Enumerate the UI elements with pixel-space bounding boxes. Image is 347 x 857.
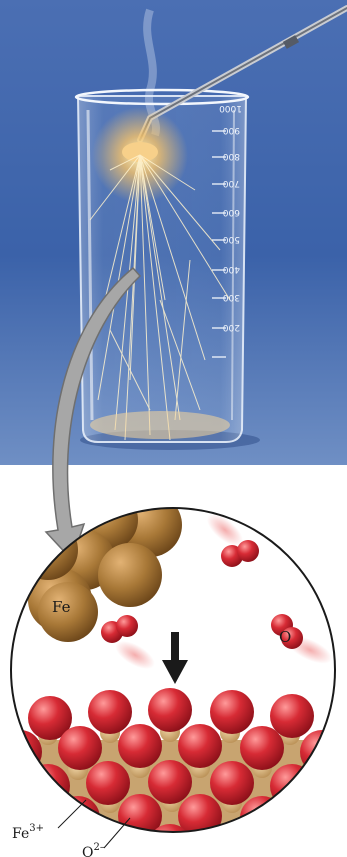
beaker-photo: 900 800 700 600 500 400 300 200 1000 (0, 0, 347, 465)
scale-mark-200: 200 (223, 322, 240, 332)
scale-mark-400: 400 (223, 264, 240, 274)
o2-ion-symbol: O (82, 845, 93, 857)
scale-mark-700: 700 (223, 178, 240, 188)
scale-mark-900: 900 (223, 125, 240, 135)
fe-label: Fe (52, 598, 71, 616)
molecular-view: Fe O (0, 490, 347, 857)
scale-mark-800: 800 (223, 151, 240, 161)
o2-ion-label: O2– (82, 842, 105, 857)
scale-mark-500: 500 (223, 234, 240, 244)
fe3-ion-symbol: Fe (12, 826, 29, 842)
o-label: O (279, 628, 291, 646)
fe3-ion-label: Fe3+ (12, 823, 44, 842)
fe3-ion-charge: 3+ (29, 823, 44, 834)
scale-mark-300: 300 (223, 292, 240, 302)
scale-mark-1000: 1000 (219, 103, 242, 113)
o2-ion-charge: 2– (93, 842, 104, 853)
scale-mark-600: 600 (223, 207, 240, 217)
beaker-bottom-glow (90, 411, 230, 439)
